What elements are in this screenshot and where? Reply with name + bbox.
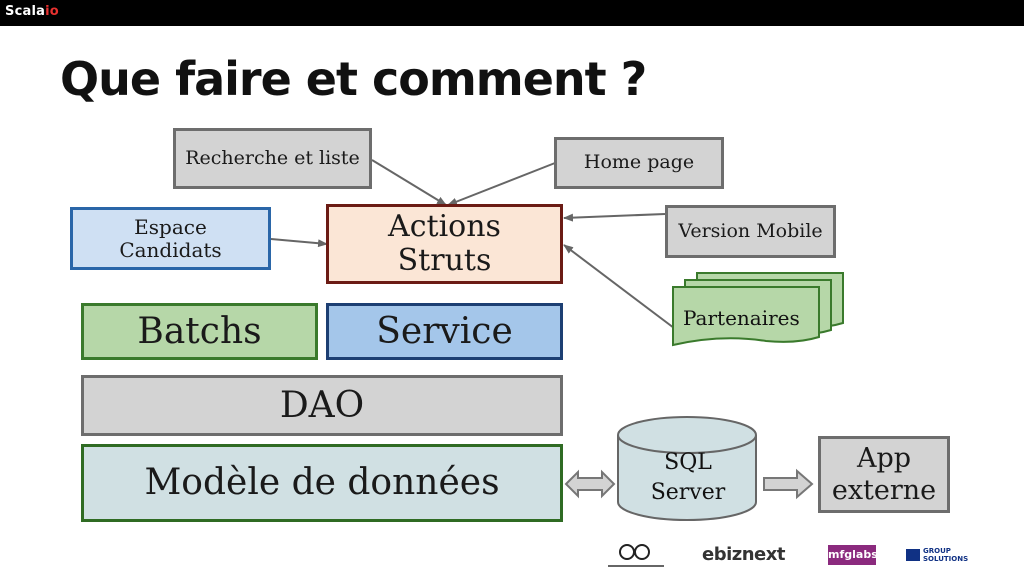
ebiznext-logo: ebiznext bbox=[702, 544, 785, 565]
arrow-home-to-actions bbox=[447, 162, 556, 206]
arrow-sql-to-app bbox=[763, 468, 814, 500]
partenaires-document-stack bbox=[672, 272, 844, 347]
recherche-et-liste-box: Recherche et liste bbox=[173, 128, 372, 189]
brand-logo: Scalaio bbox=[5, 4, 59, 19]
top-bar: Scalaio bbox=[0, 0, 1024, 26]
dao-box: DAO bbox=[81, 375, 563, 436]
partenaires-label: Partenaires bbox=[683, 306, 800, 330]
arrow-mobile-to-actions bbox=[563, 213, 666, 222]
slide-title: Que faire et comment ? bbox=[60, 52, 647, 106]
service-box: Service bbox=[326, 303, 563, 360]
arrow-recherche-to-actions bbox=[371, 159, 447, 206]
version-mobile-box: Version Mobile bbox=[665, 205, 836, 258]
mfglabs-logo: mfglabs. bbox=[828, 545, 882, 565]
home-page-box: Home page bbox=[554, 137, 724, 189]
arrow-espace-to-actions bbox=[270, 238, 328, 248]
axa-square-icon bbox=[906, 549, 920, 561]
arrow-partenaires-to-actions bbox=[563, 244, 675, 329]
batchs-box: Batchs bbox=[81, 303, 318, 360]
double-arrow-modele-sql bbox=[564, 469, 616, 499]
zenika-logo bbox=[608, 544, 664, 567]
modele-de-donnees-box: Modèle de données bbox=[81, 444, 563, 522]
sql-server-cylinder bbox=[617, 416, 757, 521]
